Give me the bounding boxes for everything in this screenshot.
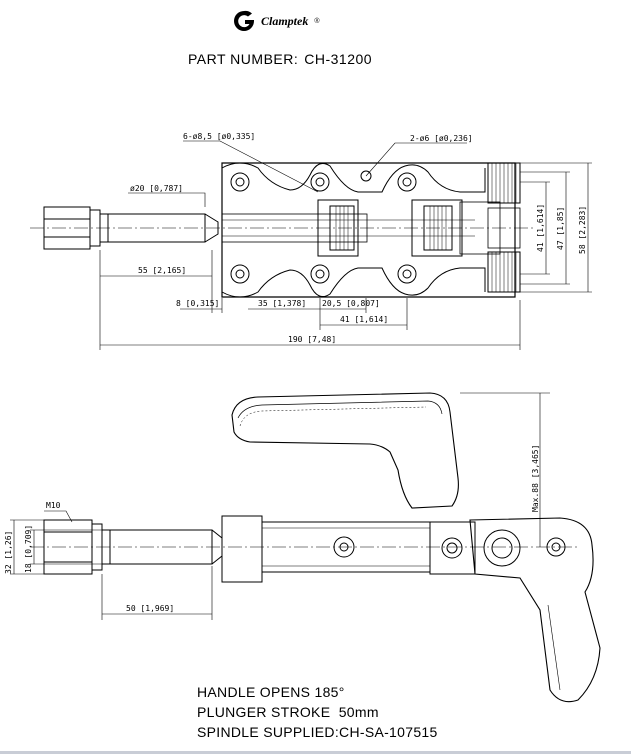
dim-32: 32 [1,26] [4, 531, 13, 574]
dim-holes-large: 6-ø8,5 [ø0,335] [183, 132, 255, 141]
lever [469, 517, 601, 703]
base-plate [221, 162, 516, 298]
dim-thread: M10 [46, 501, 61, 510]
top-view: 6-ø8,5 [ø0,335] 2-ø6 [ø0,236] ø20 [0,787… [30, 132, 592, 350]
notes: HANDLE OPENS 185° PLUNGER STROKE 50mm SP… [197, 682, 438, 742]
handle-grip [237, 400, 443, 419]
dim-length-55: 55 [2,165] [138, 266, 186, 275]
dim-max-height: Max.88 [3,465] [531, 445, 540, 512]
brand-name: Clamptek [261, 13, 309, 28]
note-handle-opens: HANDLE OPENS 185° [197, 684, 345, 700]
base-plate-upper-contour [221, 162, 486, 193]
dim-20-5: 20,5 [0,807] [322, 299, 380, 308]
handle-end [335, 162, 521, 293]
dim-58: 58 [2,283] [578, 206, 587, 254]
dim-overall-length: 190 [7,48] [288, 335, 336, 344]
dim-spindle-diameter: ø20 [0,787] [130, 184, 183, 193]
frame-border [0, 751, 631, 754]
part-number: PART NUMBER: CH-31200 [188, 51, 372, 67]
side-view-dimensions [10, 392, 550, 620]
note-spindle-supplied: SPINDLE SUPPLIED:CH-SA-107515 [197, 724, 438, 740]
clamp-body [30, 515, 580, 583]
top-view-dimensions [99, 140, 592, 350]
note-plunger-stroke: PLUNGER STROKE 50mm [197, 704, 379, 720]
dim-47: 47 [1,85] [556, 207, 565, 250]
plunger [43, 206, 475, 250]
dim-35: 35 [1,378] [258, 299, 306, 308]
dim-holes-small: 2-ø6 [ø0,236] [410, 134, 473, 143]
part-number-value: CH-31200 [304, 51, 373, 67]
registered-mark: ® [314, 17, 320, 25]
base-plate-lower-contour [221, 267, 486, 298]
handle [231, 392, 459, 509]
dim-stroke: 50 [1,969] [126, 604, 174, 613]
mounting-holes [230, 170, 417, 284]
dim-8: 8 [0,315] [176, 299, 219, 308]
dim-18: 18 [0,709] [24, 525, 33, 573]
side-view: M10 32 [1,26] 18 [0,709] 50 [1,969] Max.… [4, 392, 601, 703]
dim-41-vertical: 41 [1,614] [536, 204, 545, 252]
clamptek-logo-icon [234, 10, 254, 31]
brand-logo: Clamptek ® [233, 10, 320, 32]
dim-41-horizontal: 41 [1,614] [340, 315, 388, 324]
part-number-label: PART NUMBER: [188, 51, 299, 67]
